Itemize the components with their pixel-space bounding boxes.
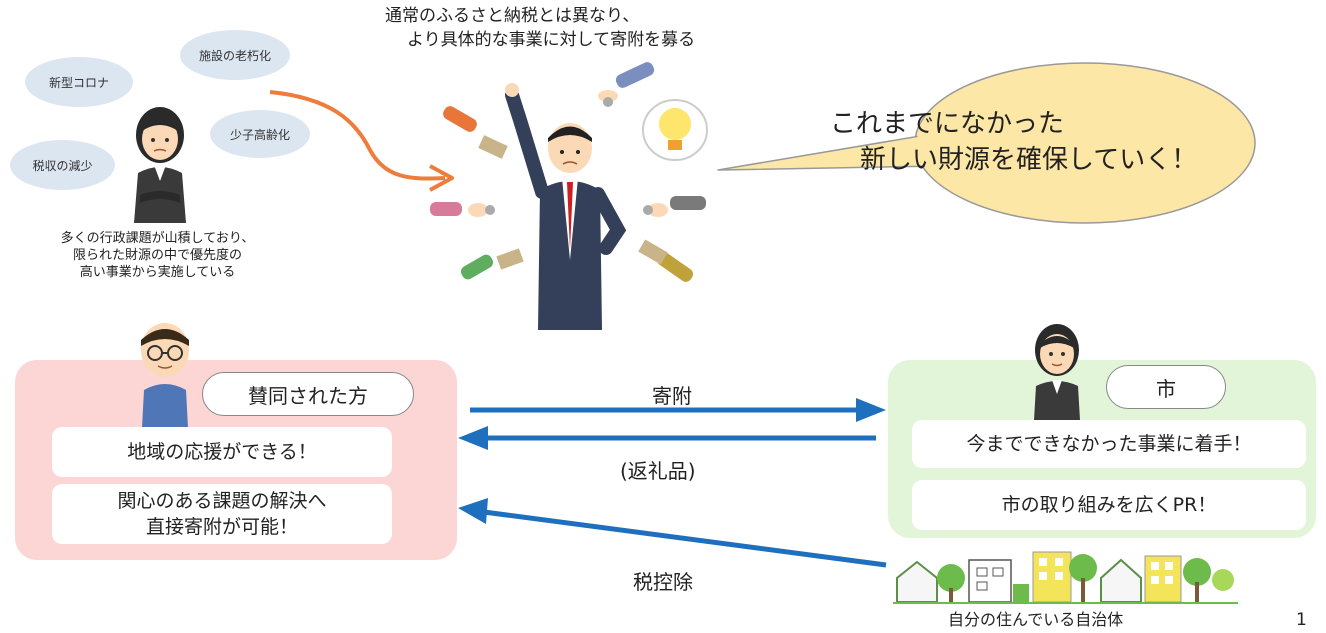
arrow-left-icon (458, 498, 488, 524)
header-line-1: 通常のふるさと納税とは異なり、 (385, 6, 640, 26)
donation-label: 寄附 (652, 384, 692, 408)
arrow-right-icon (856, 398, 886, 422)
speech-bubble (717, 62, 1256, 224)
issues-caption-line: 多くの行政課題が山積しており、 (60, 231, 255, 246)
businessman-with-donors-illustration (430, 62, 708, 330)
supporter-man-illustration (141, 323, 189, 428)
flow-arrows (458, 398, 887, 568)
city-benefit-card: 今までできなかった事業に着手！ (912, 420, 1306, 468)
issue-bubble: 少子高齢化 (210, 110, 310, 158)
page-number: 1 (1296, 610, 1307, 630)
worried-woman-illustration (134, 107, 186, 223)
municipality-houses-illustration (893, 548, 1238, 604)
speech-bubble-text: これまでになかった 新しい財源を確保していく！ (830, 106, 1197, 178)
header-line-2: より具体的な事業に対して寄附を募る (407, 30, 696, 50)
speech-line-1: これまでになかった (830, 109, 1065, 139)
city-benefit-card: 市の取り組みを広くPR！ (912, 480, 1306, 530)
supporter-benefit-card: 地域の応援ができる！ (52, 427, 392, 477)
issue-bubble: 施設の老朽化 (180, 30, 290, 80)
speech-line-2: 新しい財源を確保していく！ (860, 145, 1198, 175)
supporter-benefit-card: 関心のある課題の解決へ 直接寄附が可能！ (52, 484, 392, 544)
supporter-benefit-line: 関心のある課題の解決へ (117, 490, 327, 512)
issues-caption-line: 高い事業から実施している (79, 265, 236, 280)
supporter-title: 賛同された方 (202, 372, 414, 416)
issues-caption-line: 限られた財源の中で優先度の (72, 248, 242, 263)
arrow-left-icon (458, 426, 488, 450)
donating-hand (598, 62, 655, 107)
supporter-benefit-line: 直接寄附が可能！ (145, 516, 298, 538)
issue-bubble: 新型コロナ (25, 57, 133, 107)
issues-caption: 多くの行政課題が山積しており、 限られた財源の中で優先度の 高い事業から実施して… (15, 230, 300, 281)
header-text: 通常のふるさと納税とは異なり、 より具体的な事業に対して寄附を募る (385, 4, 805, 52)
municipality-label: 自分の住んでいる自治体 (948, 610, 1124, 629)
tax-deduction-label: 税控除 (633, 570, 693, 594)
issue-bubble: 税収の減少 (10, 140, 115, 190)
orange-arrow-icon (269, 90, 454, 192)
gift-label: (返礼品) (620, 459, 696, 483)
city-staff-illustration (1034, 324, 1080, 420)
city-title: 市 (1106, 365, 1226, 409)
